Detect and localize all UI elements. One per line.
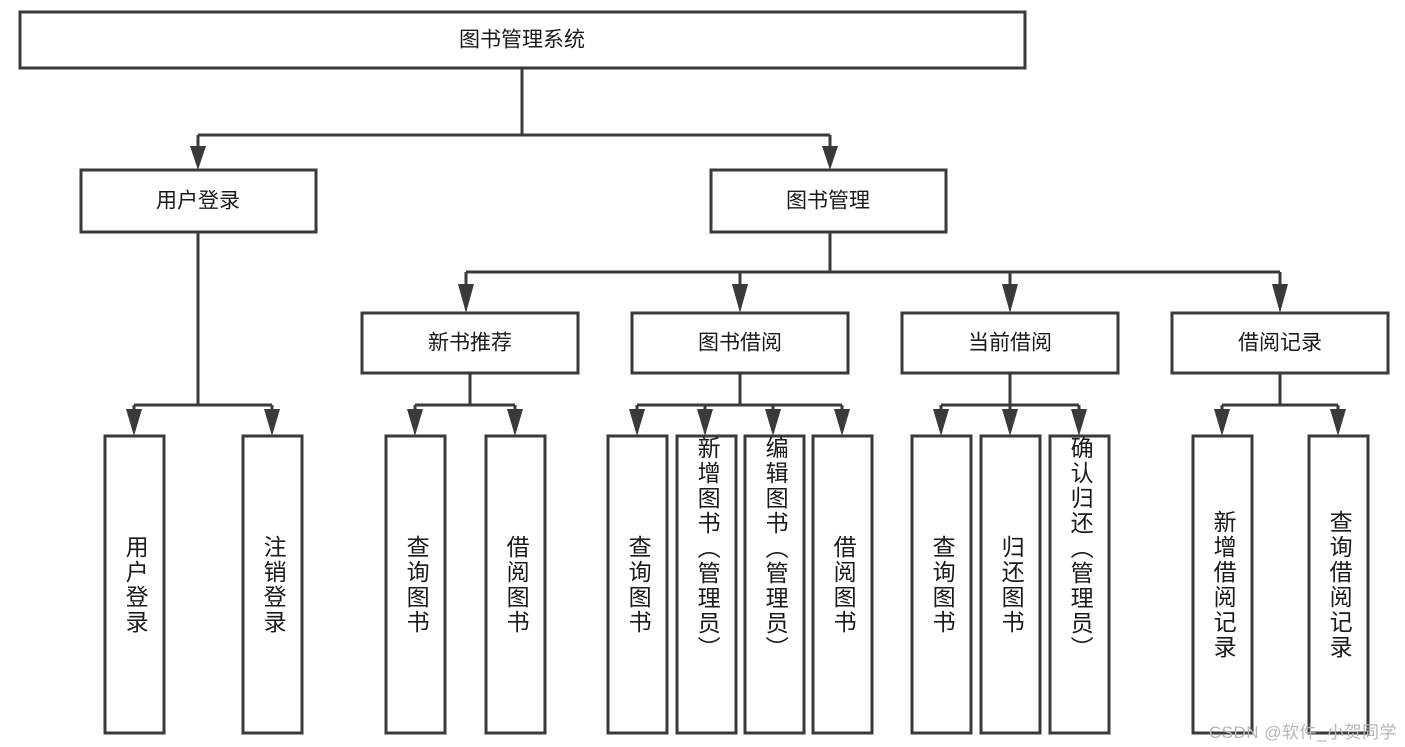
arrow-head-leaf-edit-book [765, 409, 781, 436]
arrow-head-leaf-add-book [697, 409, 713, 436]
leaf-box-query-record[interactable] [1307, 434, 1370, 735]
arrow-head-leaf-add-record [1214, 409, 1230, 436]
node-current-borrow-label: 当前借阅 [968, 332, 1052, 355]
arrow-head-borrow-record [1272, 284, 1288, 313]
leaf-box-query-book-1[interactable] [384, 434, 447, 735]
node-book-borrow[interactable] [630, 311, 850, 375]
leaf-box-logout[interactable] [241, 434, 304, 735]
arrow-head-book-mgmt [822, 146, 838, 170]
arrow-head-leaf-query-book-2 [629, 409, 645, 436]
connector-userlogin-to-leaves [126, 232, 280, 436]
arrow-head-leaf-return-book [1002, 409, 1018, 436]
connector-borrowrecord-to-leaves [1214, 373, 1346, 436]
leaf-box-user-login[interactable] [103, 434, 166, 735]
arrow-head-current-borrow [1002, 284, 1018, 313]
arrow-head-leaf-user-login [126, 409, 142, 436]
node-root-system[interactable] [18, 10, 1027, 70]
node-root-system-label: 图书管理系统 [459, 29, 585, 52]
connector-bookborrow-to-leaves [629, 373, 850, 436]
connector-root-to-level2 [190, 68, 838, 170]
connector-bookmgmt-to-level3 [458, 232, 1288, 313]
node-new-book-recommend-label: 新书推荐 [428, 332, 512, 355]
node-book-management-label: 图书管理 [786, 190, 870, 213]
leaf-box-query-book-3[interactable] [910, 434, 973, 735]
arrow-head-leaf-borrow-book-2 [834, 409, 850, 436]
connector-currentborrow-to-leaves [933, 373, 1087, 436]
arrow-head-leaf-borrow-book-1 [507, 409, 523, 436]
leaf-box-return-book[interactable] [979, 434, 1042, 735]
node-new-book-recommend[interactable] [360, 311, 580, 375]
arrow-head-leaf-query-book-1 [407, 409, 423, 436]
leaf-box-query-book-2[interactable] [606, 434, 669, 735]
leaf-box-borrow-book-2[interactable] [811, 434, 874, 735]
arrow-head-user-login [190, 146, 206, 170]
node-book-borrow-label: 图书借阅 [698, 332, 782, 355]
node-book-management[interactable] [709, 168, 948, 234]
node-user-login-label: 用户登录 [156, 190, 240, 213]
arrow-head-leaf-query-record [1330, 409, 1346, 436]
arrow-head-leaf-query-book-3 [933, 409, 949, 436]
arrow-head-new-book [458, 284, 474, 313]
arrow-head-leaf-logout [264, 409, 280, 436]
leaf-box-edit-book[interactable] [743, 434, 806, 735]
node-borrow-record-label: 借阅记录 [1238, 332, 1322, 355]
leaf-box-confirm-return[interactable] [1048, 434, 1111, 735]
watermark-text: CSDN @软件_小贺同学 [1208, 723, 1397, 742]
node-user-login[interactable] [79, 168, 318, 234]
node-current-borrow[interactable] [900, 311, 1120, 375]
leaf-box-add-book[interactable] [675, 434, 738, 735]
arrow-head-book-borrow [732, 284, 748, 313]
node-borrow-record[interactable] [1170, 311, 1390, 375]
connector-newbook-to-leaves [407, 373, 523, 436]
leaf-box-borrow-book-1[interactable] [484, 434, 547, 735]
leaf-box-add-record[interactable] [1191, 434, 1254, 735]
arrow-head-leaf-confirm-return [1071, 409, 1087, 436]
